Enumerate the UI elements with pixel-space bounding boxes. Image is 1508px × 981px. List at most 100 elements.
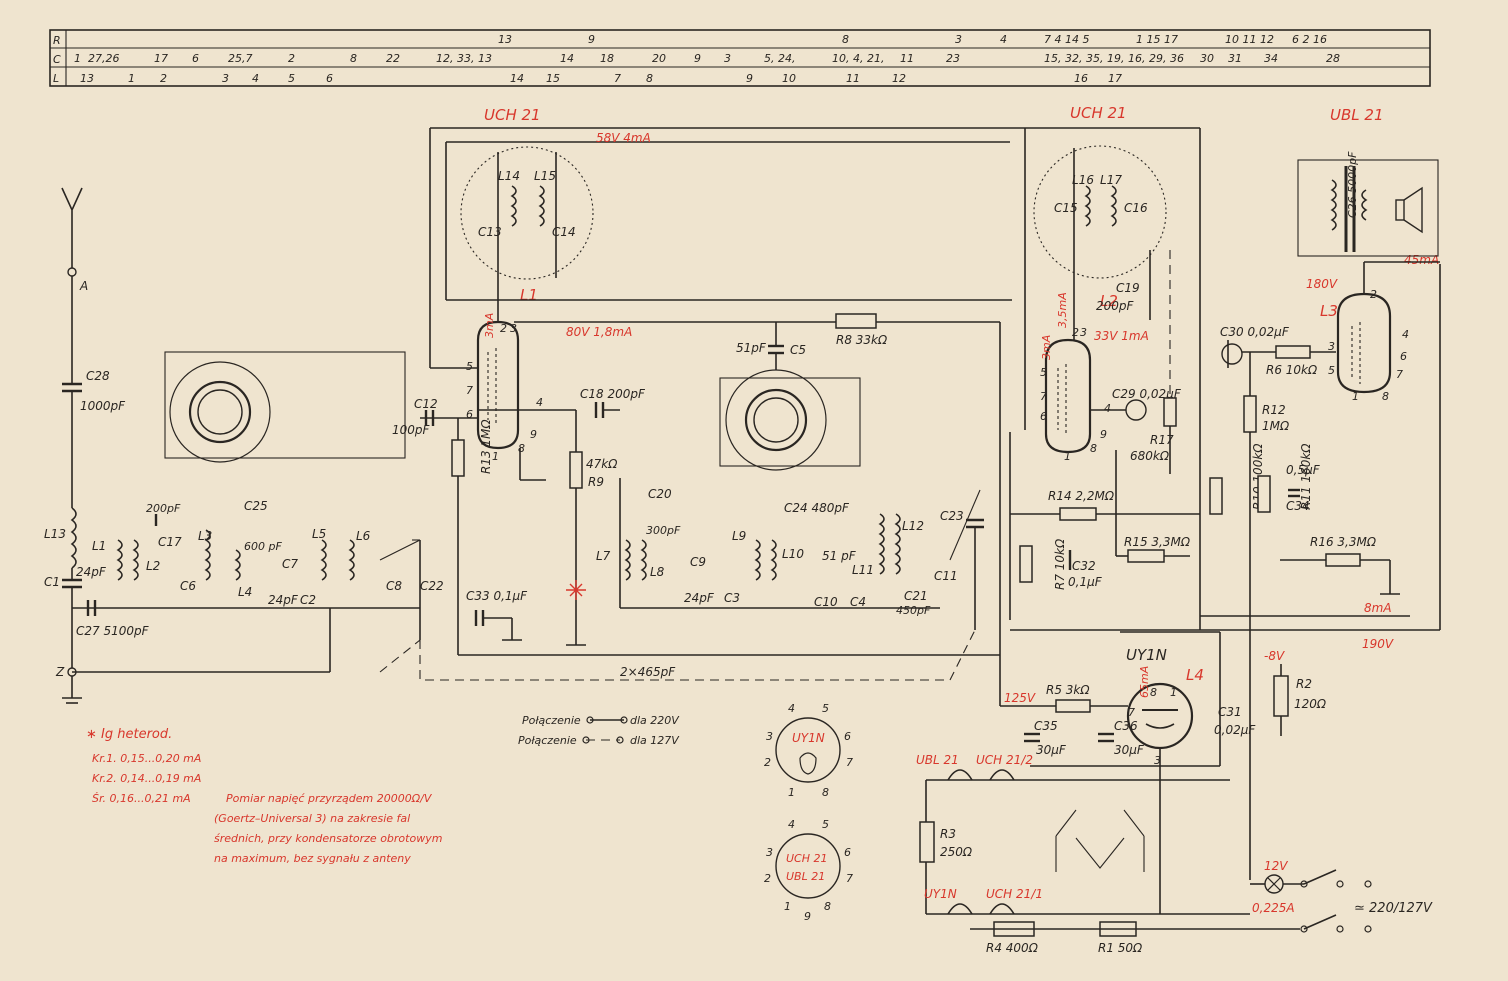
uy1n-socket-pin: 8 [822, 786, 829, 799]
c32-label: C32 [1072, 559, 1096, 573]
legend-label-220: dla 220V [630, 714, 680, 727]
r-ref: 4 [1000, 33, 1007, 46]
l1-pin-7: 7 [466, 384, 473, 397]
l1-input: C12 100pF R13 1MΩ 80V 1,8mA [392, 325, 632, 655]
c-ref: 22 [386, 52, 400, 65]
top-feeds: 58V 4mA [429, 127, 1201, 630]
c24-label: C24 480pF [784, 501, 850, 515]
r3-label: R3 [940, 827, 956, 841]
c-ref: 30 [1200, 52, 1214, 65]
mains-label: ≃ 220/127V [1354, 901, 1433, 916]
terminal-a-label: A [79, 279, 88, 293]
row-label-c: C [53, 53, 61, 66]
l1-pin-3: 3 [510, 322, 517, 335]
l15-label: L15 [534, 169, 556, 183]
uch-socket-pin: 4 [788, 818, 795, 831]
uch-socket-pin: 1 [784, 900, 791, 913]
legend-label-127: dla 127V [630, 734, 680, 747]
terminal-z-label: Z [55, 665, 65, 679]
c12-value: 100pF [392, 423, 431, 437]
l16-label: L16 [1072, 173, 1094, 187]
l2-designator: L2 [1100, 292, 1118, 310]
l1-pin-9: 9 [530, 428, 537, 441]
r-ref: 1 15 17 [1136, 33, 1178, 46]
c31-value: 0,02μF [1214, 723, 1256, 737]
l-ref: 1 [128, 72, 135, 85]
l-ref: 13 [80, 72, 94, 85]
c27-label: C27 5100pF [76, 624, 150, 638]
c1-value: 24pF [76, 565, 107, 579]
l3-coil-label: L3 [198, 529, 212, 543]
c22-label: C22 [420, 579, 444, 593]
heater-uy1n: UY1N [924, 887, 957, 901]
l-ref: 15 [546, 72, 560, 85]
uch-socket-pin: 2 [764, 872, 771, 885]
r-ref: 8 [842, 33, 849, 46]
c33-label: C33 0,1μF [466, 589, 528, 603]
l4-pin-8: 8 [1150, 686, 1157, 699]
l3-pin-7: 7 [1396, 368, 1403, 381]
lamp-label: 0,225A [1252, 901, 1295, 915]
l-ref: 10 [782, 72, 796, 85]
c28-value: 1000pF [80, 399, 126, 413]
heater-uch21-2: UCH 21/2 [976, 753, 1033, 767]
l-ref: 11 [846, 72, 860, 85]
c10-value: 51 pF [822, 549, 857, 563]
l14-label: L14 [498, 169, 520, 183]
uch-socket-pin: 8 [824, 900, 831, 913]
c10-label: C10 [814, 595, 838, 609]
c5-value: 51pF [736, 341, 767, 355]
heater-uch21-1: UCH 21/1 [986, 887, 1043, 901]
mains-switch-icon [1303, 869, 1337, 885]
l-ref: 8 [646, 72, 653, 85]
l-ref: 14 [510, 72, 524, 85]
r-ref: 3 [955, 33, 962, 46]
if-transformer-2: L16 L17 C15 C16 C19 200pF [1033, 145, 1167, 320]
r-ref: 7 4 14 5 [1044, 33, 1089, 46]
c-ref: 8 [350, 52, 357, 65]
l3-pin-5: 5 [1328, 364, 1335, 377]
heater-chain: -8V R2 120Ω UBL 21 UCH 21/2 R3 250Ω UY1N… [916, 649, 1433, 955]
i65-label: 65mA [1138, 666, 1151, 698]
note-heterodyne: ∗ Ig heterod. [86, 727, 172, 742]
l-ref: 7 [614, 72, 621, 85]
l1-pin-8: 8 [518, 442, 525, 455]
l2-coil-label: L2 [146, 559, 160, 573]
c11-label: C11 [934, 569, 958, 583]
legend-conn-220: Połączenie [522, 714, 581, 727]
c17-value: 200pF [146, 502, 181, 515]
c21-label: C21 [904, 589, 928, 603]
note-line3: średnich, przy kondensatorze obrotowym [214, 832, 442, 845]
c-ref: 20 [652, 52, 666, 65]
c-ref: 1 [74, 52, 81, 65]
l2-pin-2: 2 [1072, 326, 1079, 339]
l2-pin-6: 6 [1040, 410, 1047, 423]
l4-pin-1: 1 [1170, 686, 1177, 699]
l2-pin-9: 9 [1100, 428, 1107, 441]
c32-value: 0,1μF [1068, 575, 1103, 589]
r13-label: R13 1MΩ [479, 419, 493, 474]
i45-label: 45mA [1404, 253, 1439, 267]
note-line2: (Goertz–Universal 3) na zakresie fal [214, 812, 410, 825]
v33-label: 33V 1mA [1094, 329, 1149, 343]
socket-uy1n-label: UY1N [792, 731, 825, 745]
c8-label: C8 [386, 579, 402, 593]
tube-l2: L2 UCH 21 33V 1mA 3,5mA 3mA 2 3 5 7 6 4 … [1040, 104, 1149, 463]
r17-label: R17 [1150, 433, 1174, 447]
l-ref: 6 [326, 72, 333, 85]
note-kr2: Kr.2. 0,14...0,19 mA [92, 772, 201, 785]
uy1n-socket-pin: 4 [788, 702, 795, 715]
r16-label: R16 3,3MΩ [1310, 535, 1377, 549]
l-ref: 2 [160, 72, 167, 85]
gang-label: 2×465pF [620, 665, 676, 679]
l-ref: 16 [1074, 72, 1088, 85]
r1-label: R1 50Ω [1098, 941, 1143, 955]
if-transformer-1: L14 L15 C13 C14 [460, 146, 594, 322]
l10-label: L10 [782, 547, 804, 561]
note-line4: na maximum, bez sygnału z anteny [214, 852, 411, 865]
legend: Połączenie dla 220V Połączenie dla 127V [518, 714, 680, 747]
c3-label: C3 [724, 591, 740, 605]
c20-label: C20 [648, 487, 672, 501]
c5-label: C5 [790, 343, 806, 357]
